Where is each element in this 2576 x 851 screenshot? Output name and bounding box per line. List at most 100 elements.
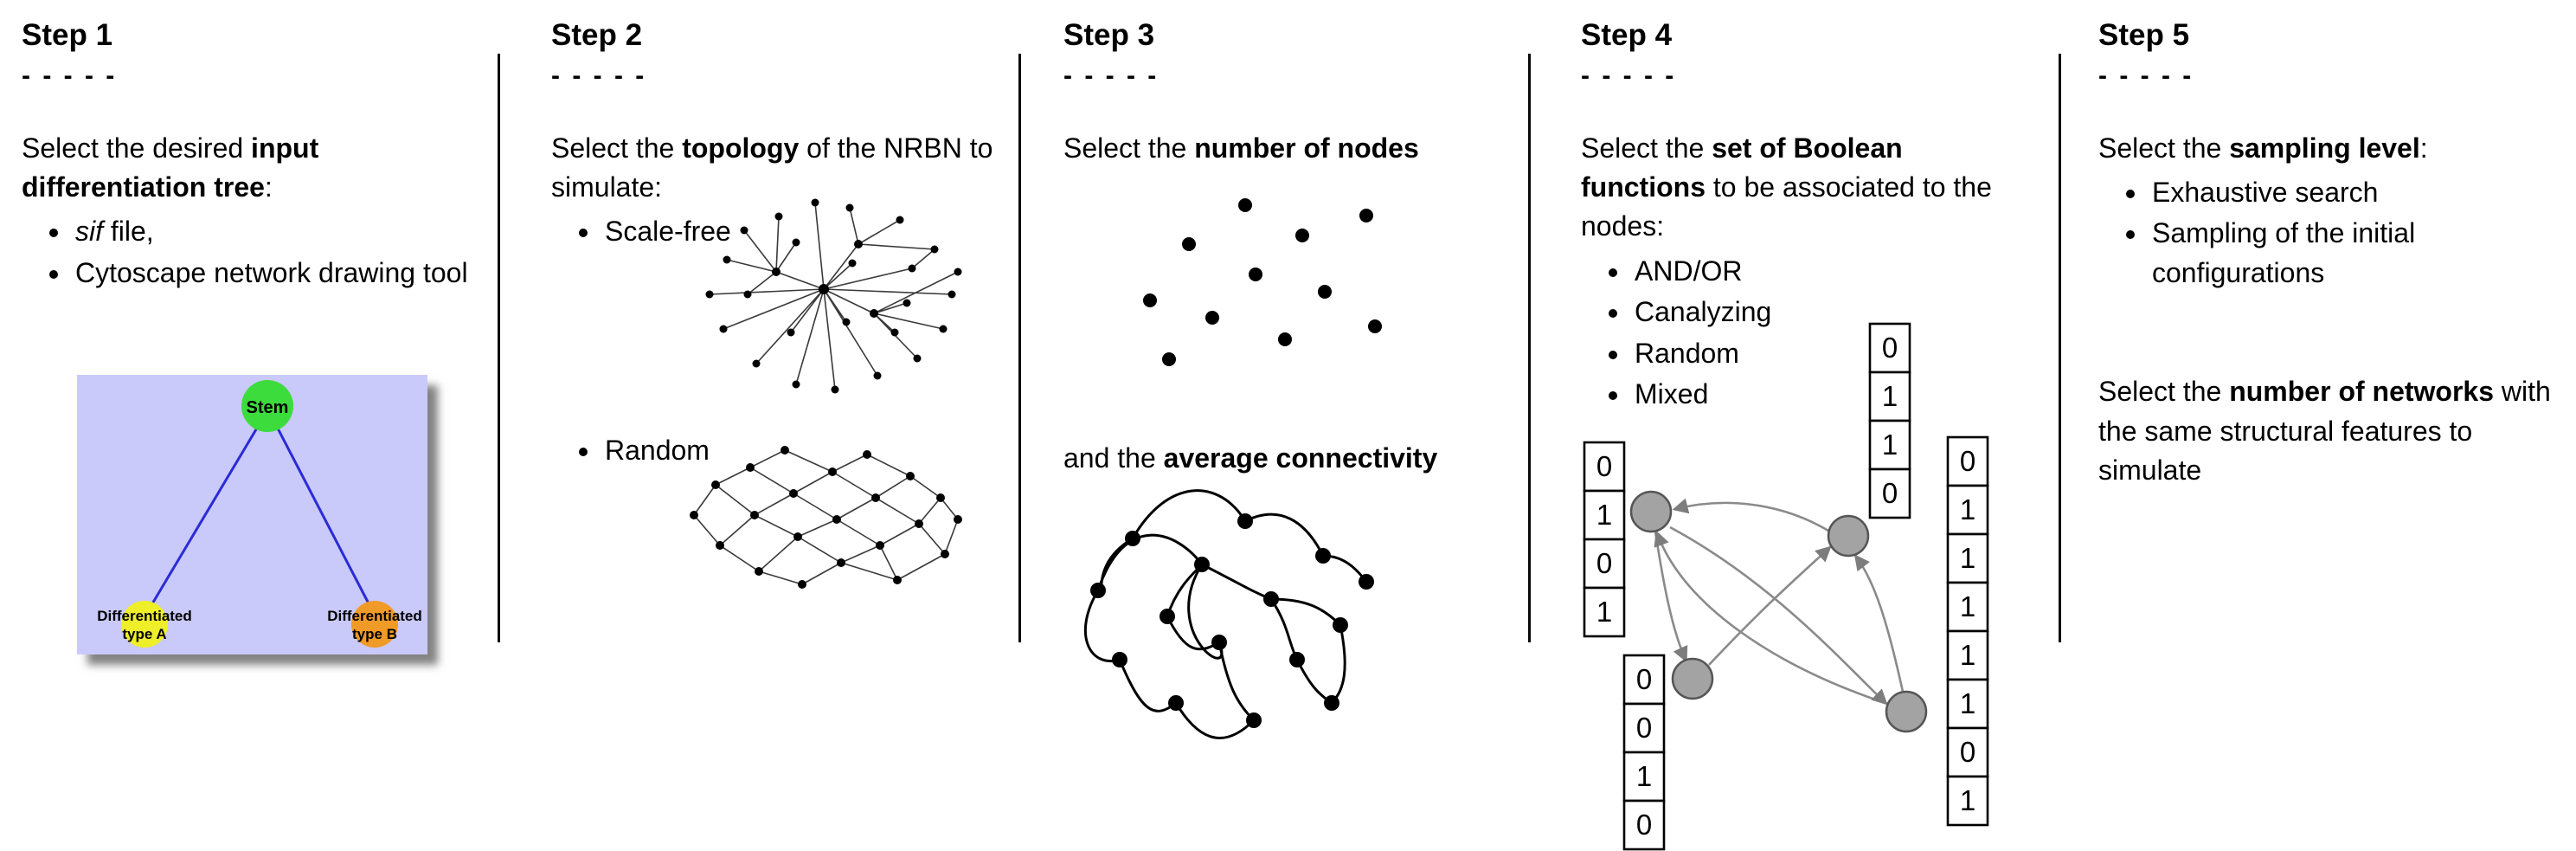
type-b-label-line1: Differentiated [327, 608, 422, 624]
stem-node-label: Stem [247, 398, 289, 417]
text-segment-italic: sif [75, 216, 103, 248]
step-2-dashes: - - - - - [551, 61, 647, 90]
nodes-scatter-graphic [1143, 198, 1382, 366]
table-cell: 0 [1882, 332, 1898, 364]
step-2-intro: Select the topology of the NRBN to simul… [551, 129, 997, 208]
table-cell: 0 [1960, 736, 1975, 768]
bullet-item: Scale-free [601, 212, 997, 251]
truth-table-bottom-left: 0 0 1 0 [1622, 654, 1666, 851]
step-3-second-text: and the average connectivity [1063, 439, 1522, 478]
step-3-dashes: - - - - - [1063, 61, 1160, 90]
table-cell: 1 [1960, 493, 1975, 525]
tree-edge-left [150, 424, 260, 606]
boolean-node-3 [1671, 657, 1714, 700]
divider-4 [2059, 54, 2061, 642]
tree-edge-right [274, 424, 371, 606]
bullet-item: Cytoscape network drawing tool [72, 254, 472, 293]
step-1-dashes: - - - - - [22, 61, 118, 90]
text-segment-bold: topology [682, 132, 800, 164]
table-cell: 0 [1636, 663, 1652, 695]
random-network-graphic [690, 446, 962, 589]
table-cell: 0 [1596, 547, 1612, 579]
table-cell: 1 [1960, 542, 1975, 574]
bullet-item: AND/OR [1631, 252, 2048, 291]
differentiated-type-a-node [121, 601, 168, 648]
step-3-column: Step 3 - - - - - Select the number of no… [1063, 18, 1522, 841]
table-cell: 0 [1960, 445, 1975, 477]
boolean-node-1 [1629, 490, 1673, 533]
text-segment: Select the desired [22, 132, 252, 164]
text-segment: Select the [551, 132, 683, 164]
table-cell: 1 [1882, 380, 1898, 412]
table-cell: 0 [1636, 712, 1652, 744]
table-cell: 0 [1596, 450, 1612, 482]
text-segment: Exhaustive search [2152, 176, 2379, 208]
truth-table-left: 0 1 0 1 [1583, 441, 1626, 638]
step-5-dashes: - - - - - [2098, 61, 2194, 90]
table-cell: 0 [1636, 809, 1652, 841]
step-3-intro: Select the number of nodes [1063, 129, 1522, 168]
text-segment: Select the [1581, 132, 1712, 164]
step-5-intro: Select the sampling level: [2098, 129, 2570, 168]
bullet-item: Canalyzing [1631, 293, 2048, 332]
text-segment: Select the [2098, 132, 2230, 164]
step-1-bullet-list: sif file, Cytoscape network drawing tool [22, 212, 472, 293]
text-segment-bold: average connectivity [1163, 442, 1438, 474]
table-cell: 1 [1882, 429, 1898, 461]
step-5-title: Step 5 [2098, 18, 2190, 52]
boolean-network-graphic: 0 1 0 1 0 0 1 0 0 [1583, 322, 1989, 851]
scale-free-network-graphic [705, 198, 962, 394]
bullet-item: Random [1631, 334, 2048, 373]
step-1-column: Step 1 - - - - - Select the desired inpu… [22, 18, 472, 841]
text-segment: : [264, 171, 273, 203]
text-segment-bold: sampling level [2229, 132, 2420, 164]
boolean-node-2 [1827, 514, 1870, 558]
text-segment: with the same structural features to sim… [2098, 376, 2551, 487]
text-segment: Sampling of the initial configurations [2152, 217, 2416, 288]
text-segment: Cytoscape network drawing tool [75, 256, 468, 288]
table-cell: 1 [1960, 687, 1975, 719]
step-4-bullet-list: AND/OR Canalyzing Random Mixed [1581, 252, 2048, 415]
text-segment: Random [605, 435, 710, 466]
step-2-title: Step 2 [551, 18, 643, 52]
bullet-item: Random [601, 431, 710, 470]
type-a-label-line1: Differentiated [97, 608, 192, 624]
step-2-bullet-list-2: Random [551, 429, 710, 472]
text-segment: of the NRBN to simulate: [551, 132, 993, 203]
step-5-bullet-list: Exhaustive search Sampling of the initia… [2098, 173, 2570, 293]
table-cell: 0 [1882, 477, 1898, 509]
table-cell: 1 [1960, 639, 1975, 671]
connectivity-graph-graphic [1083, 489, 1374, 739]
text-segment: : [2419, 132, 2428, 164]
step-5-second-text: Select the number of networks with the s… [2098, 372, 2570, 490]
differentiated-type-b-node [351, 601, 398, 648]
divider-2 [1018, 54, 1021, 642]
text-segment: Canalyzing [1635, 296, 1772, 328]
step-2-column: Step 2 - - - - - Select the topology of … [551, 18, 997, 841]
bullet-item: Sampling of the initial configurations [2149, 214, 2570, 293]
text-segment-bold: input differentiation tree [22, 132, 319, 203]
step-4-intro: Select the set of Boolean functions to b… [1581, 129, 2018, 247]
text-segment: and the [1063, 442, 1164, 474]
bullet-item: Mixed [1631, 375, 2048, 414]
text-segment: Select the [1063, 132, 1195, 164]
divider-3 [1528, 54, 1531, 642]
text-segment: Select the [2098, 376, 2230, 408]
truth-table-top-middle: 0 1 1 0 [1868, 322, 1911, 519]
bullet-item: Exhaustive search [2149, 173, 2570, 212]
table-cell: 1 [1596, 596, 1612, 628]
table-cell: 1 [1960, 590, 1975, 622]
text-segment: Scale-free [605, 216, 731, 248]
text-segment-bold: set of Boolean functions [1581, 132, 1903, 203]
step-3-title: Step 3 [1063, 18, 1155, 52]
table-cell: 1 [1960, 784, 1975, 816]
text-segment: to be associated to the nodes: [1581, 171, 1992, 242]
truth-table-right: 0 1 1 1 1 1 0 1 [1946, 435, 1989, 827]
table-cell: 1 [1596, 499, 1612, 531]
step-1-intro: Select the desired input differentiation… [22, 129, 472, 208]
differentiation-tree-svg: Stem Differentiated type A Differentiate… [77, 375, 427, 654]
text-segment: Random [1635, 337, 1739, 369]
boolean-node-4 [1885, 690, 1928, 733]
stem-node [241, 380, 293, 432]
